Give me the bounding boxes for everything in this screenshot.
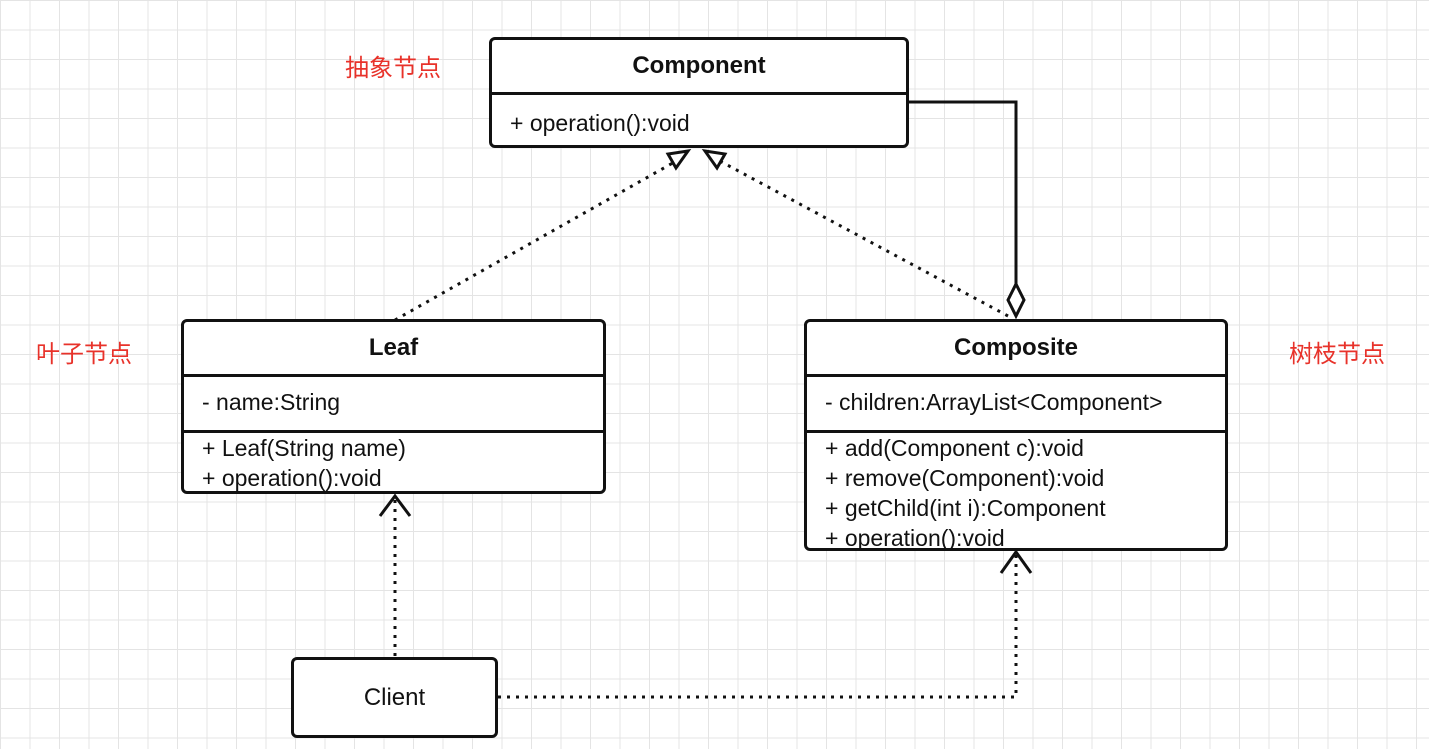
composite-method: + add(Component c):void (825, 435, 1084, 461)
composite-method: + remove(Component):void (825, 465, 1105, 491)
note-abstract-node: 抽象节点 (345, 54, 441, 82)
leaf-attribute: - name:String (202, 389, 341, 415)
note-leaf-node: 叶子节点 (36, 340, 132, 368)
composite-attribute: - children:ArrayList<Component> (825, 389, 1163, 415)
composite-method: + operation():void (825, 525, 1005, 551)
client-class-name: Client (363, 683, 426, 711)
component-class: Component + operation():void (489, 37, 909, 148)
component-method: + operation():void (510, 110, 690, 136)
component-methods: + operation():void (492, 92, 906, 148)
composite-class-name: Composite (953, 334, 1078, 361)
composite-methods: + add(Component c):void + remove(Compone… (807, 430, 1225, 553)
leaf-class: Leaf - name:String + Leaf(String name) +… (181, 319, 606, 494)
client-composite-dependency-line (498, 552, 1018, 699)
note-branch-node: 树枝节点 (1289, 340, 1385, 368)
composite-realization-line (717, 158, 1009, 318)
leaf-method: + operation():void (202, 465, 382, 491)
composite-class: Composite - children:ArrayList<Component… (804, 319, 1228, 551)
leaf-class-name: Leaf (368, 334, 419, 361)
client-composite-arrowhead (999, 549, 1033, 574)
aggregation-diamond (1006, 280, 1026, 320)
composite-attributes: - children:ArrayList<Component> (807, 374, 1225, 430)
leaf-realization-line (394, 158, 679, 322)
client-class: Client (291, 657, 498, 738)
leaf-methods: + Leaf(String name) + operation():void (184, 430, 603, 493)
client-leaf-arrowhead (378, 493, 412, 517)
leaf-attributes: - name:String (184, 374, 603, 430)
aggregation-line (908, 100, 1018, 284)
composite-method: + getChild(int i):Component (825, 495, 1106, 521)
leaf-realization-arrowhead (665, 148, 692, 171)
leaf-method: + Leaf(String name) (202, 435, 406, 461)
component-class-name: Component (632, 52, 766, 79)
composite-realization-arrowhead (701, 148, 728, 171)
